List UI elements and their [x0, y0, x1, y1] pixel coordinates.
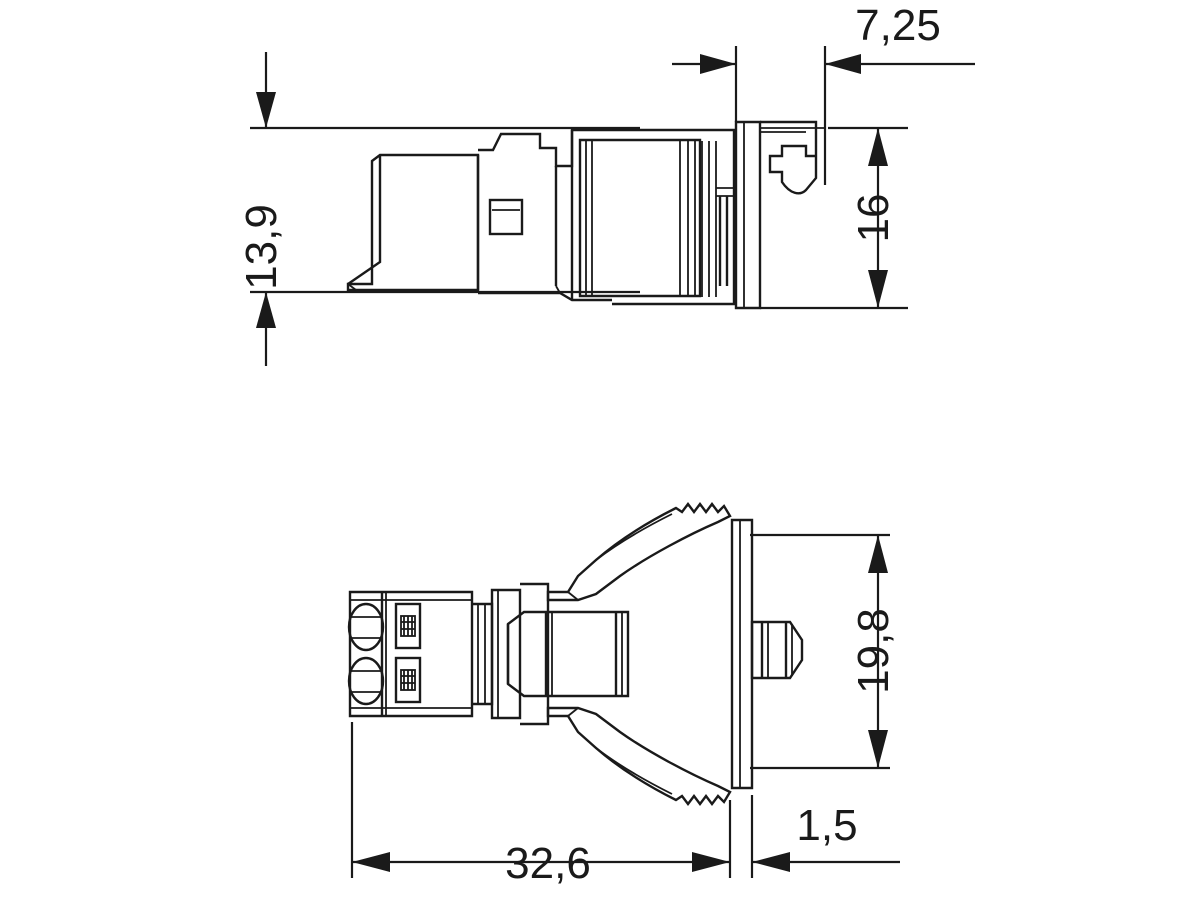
dimension-label-16: 16 — [849, 194, 898, 243]
dimension-label-13-9: 13,9 — [237, 204, 286, 290]
arrowhead-down — [868, 270, 888, 308]
dimension-7-25: 7,25 — [672, 1, 975, 185]
arrowhead-left — [752, 852, 790, 872]
dimension-13-9: 13,9 — [237, 52, 640, 366]
wire-entry-port-2 — [347, 656, 385, 706]
top-view-group — [346, 120, 826, 310]
arrowhead-up — [868, 535, 888, 573]
dimension-16: 16 — [760, 126, 908, 310]
dimension-label-7-25: 7,25 — [855, 1, 941, 50]
dimension-32-6: 32,6 — [350, 722, 732, 888]
arrowhead-up — [256, 292, 276, 328]
dimension-1-5: 1,5 — [750, 795, 900, 878]
operating-slot-1[interactable] — [394, 602, 422, 650]
locating-pin — [750, 620, 804, 680]
operating-slot-2[interactable] — [394, 656, 422, 704]
arrowhead-up — [868, 128, 888, 166]
top-view-latch-hook — [760, 120, 818, 195]
side-view-plug-body — [506, 610, 630, 698]
arrowhead-right — [692, 852, 730, 872]
top-view-nose — [346, 153, 480, 292]
arrowhead-left — [352, 852, 390, 872]
wire-entry-port-1 — [347, 602, 385, 652]
side-view-latch-arm-lower — [546, 706, 732, 806]
coding-window-icon — [488, 198, 524, 236]
arrowhead-down — [256, 92, 276, 128]
side-view-group — [347, 502, 804, 806]
side-view-terminal-block — [347, 590, 474, 718]
arrowhead-right — [700, 54, 736, 74]
dimension-label-19-8: 19,8 — [849, 608, 898, 694]
side-view-panel — [730, 518, 804, 790]
side-view-latch-arm-upper — [546, 502, 732, 602]
arrowhead-down — [868, 730, 888, 768]
side-view-collar — [472, 582, 550, 726]
dimension-19-8: 19,8 — [750, 533, 898, 770]
arrowhead-left — [825, 54, 861, 74]
dimension-label-1-5: 1,5 — [796, 801, 857, 850]
dimension-label-32-6: 32,6 — [505, 839, 591, 888]
